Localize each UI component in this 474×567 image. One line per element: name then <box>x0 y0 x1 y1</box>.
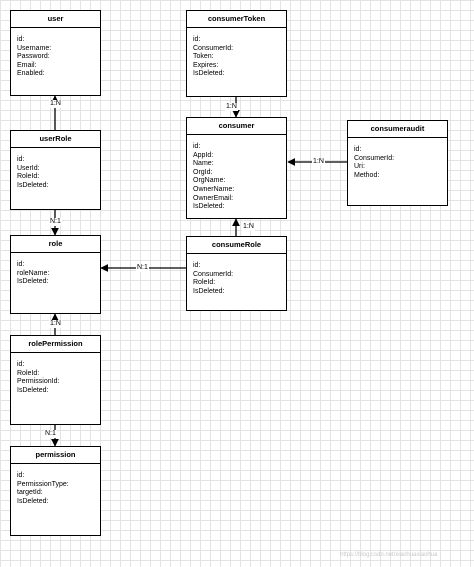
entity-consumerole: consumeRole id: ConsumerId: RoleId: IsDe… <box>186 236 287 311</box>
field: ConsumerId: <box>193 270 234 278</box>
field: RoleId: <box>193 279 216 287</box>
field: IsDeleted: <box>193 287 225 295</box>
relation-label: 1:N <box>49 320 62 328</box>
field-list: id: UserId: RoleId: IsDeleted: <box>11 148 100 190</box>
watermark: https://blog.csdn.net/xiaohuaxiaohua <box>340 552 438 558</box>
field: id: <box>17 261 25 268</box>
field-list: id: ConsumerId: RoleId: IsDeleted: <box>187 254 286 296</box>
entity-rolepermission: rolePermission id: RoleId: PermissionId:… <box>10 335 101 425</box>
field: IsDeleted: <box>193 70 225 78</box>
entity-permission: permission id: PermissionType: targetId:… <box>10 446 101 536</box>
field: id: <box>193 36 201 43</box>
relation-label: 1:N <box>242 223 255 231</box>
field-list: id: AppId: Name: OrgId: OrgName: OwnerNa… <box>187 135 286 212</box>
field: OrgName: <box>193 177 226 185</box>
field: Expires: <box>193 61 219 69</box>
field: id: <box>17 472 25 479</box>
field: PermissionType: <box>17 480 69 488</box>
entity-title: rolePermission <box>11 336 100 353</box>
field: Uri: <box>354 163 365 171</box>
field: ConsumerId: <box>354 154 395 162</box>
field: Name: <box>193 160 214 168</box>
entity-title: role <box>11 236 100 253</box>
field-list: id: RoleId: PermissionId: IsDeleted: <box>11 353 100 395</box>
field: IsDeleted: <box>17 386 49 394</box>
relation-label: 1:N <box>312 158 325 166</box>
field: OwnerName: <box>193 185 235 193</box>
field: id: <box>193 262 201 269</box>
entity-title: consumeRole <box>187 237 286 254</box>
relation-label: N:1 <box>44 430 57 438</box>
entity-title: consumeraudit <box>348 121 447 138</box>
entity-title: permission <box>11 447 100 464</box>
field: targetId: <box>17 489 43 497</box>
field: OrgId: <box>193 168 213 176</box>
field: id: <box>193 143 201 150</box>
entity-consumeraudit: consumeraudit id: ConsumerId: Uri: Metho… <box>347 120 448 206</box>
field: id: <box>17 156 25 163</box>
field: Token: <box>193 53 214 61</box>
field: roleName: <box>17 269 50 277</box>
field: RoleId: <box>17 173 40 181</box>
field-list: id: Username: Password: Email: Enabled: <box>11 28 100 79</box>
field: id: <box>17 361 25 368</box>
field: PermissionId: <box>17 378 60 386</box>
entity-role: role id: roleName: IsDeleted: <box>10 235 101 314</box>
relation-label: N:1 <box>136 264 149 272</box>
entity-userrole: userRole id: UserId: RoleId: IsDeleted: <box>10 130 101 210</box>
field: IsDeleted: <box>17 181 49 189</box>
field: OwnerEmail: <box>193 194 234 202</box>
relation-label: 1:N <box>49 100 62 108</box>
field: IsDeleted: <box>17 278 49 286</box>
field: AppId: <box>193 151 214 159</box>
entity-title: userRole <box>11 131 100 148</box>
relation-label: 1:N <box>225 103 238 111</box>
field: id: <box>354 146 362 153</box>
field: RoleId: <box>17 369 40 377</box>
field-list: id: PermissionType: targetId: IsDeleted: <box>11 464 100 506</box>
field: Enabled: <box>17 70 45 78</box>
entity-title: user <box>11 11 100 28</box>
relation-label: N:1 <box>49 218 62 226</box>
field: IsDeleted: <box>193 203 225 211</box>
entity-title: consumerToken <box>187 11 286 28</box>
field: Password: <box>17 53 50 61</box>
field: UserId: <box>17 164 40 172</box>
field: Username: <box>17 44 52 52</box>
field: Email: <box>17 61 37 69</box>
field-list: id: ConsumerId: Token: Expires: IsDelete… <box>187 28 286 79</box>
field: Method: <box>354 171 380 179</box>
field-list: id: ConsumerId: Uri: Method: <box>348 138 447 180</box>
field: IsDeleted: <box>17 497 49 505</box>
field: ConsumerId: <box>193 44 234 52</box>
field: id: <box>17 36 25 43</box>
field-list: id: roleName: IsDeleted: <box>11 253 100 287</box>
entity-user: user id: Username: Password: Email: Enab… <box>10 10 101 96</box>
entity-consumertoken: consumerToken id: ConsumerId: Token: Exp… <box>186 10 287 97</box>
entity-title: consumer <box>187 118 286 135</box>
entity-consumer: consumer id: AppId: Name: OrgId: OrgName… <box>186 117 287 219</box>
